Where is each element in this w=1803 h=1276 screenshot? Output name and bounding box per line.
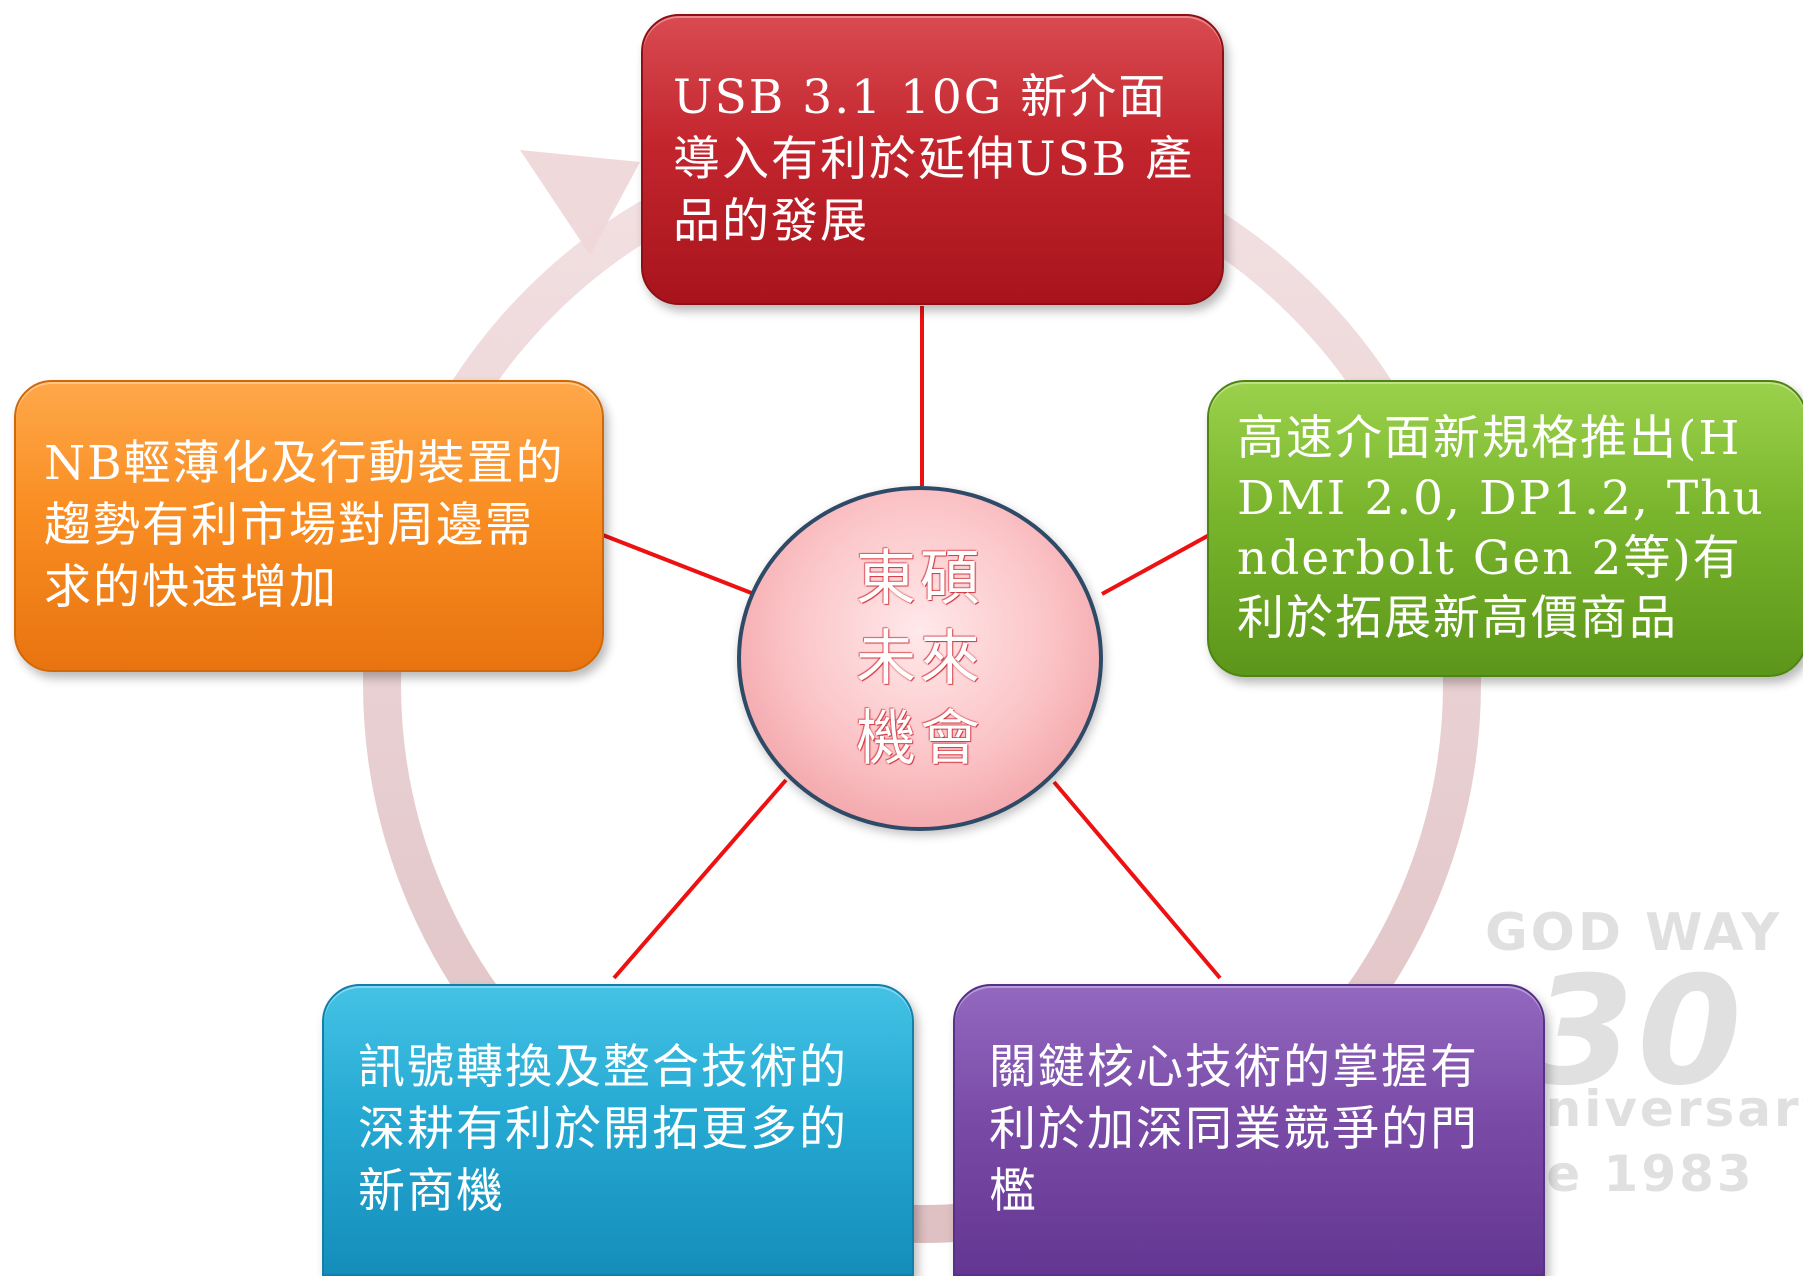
opportunity-text-high-speed-interface: 高速介面新規格推出(HDMI 2.0, DP1.2, Thunderbolt G… bbox=[1237, 410, 1765, 646]
center-title-line1: 東碩 bbox=[856, 543, 984, 614]
connector-bottom-right bbox=[1052, 780, 1222, 980]
opportunity-box-nb-mobile: NB輕薄化及行動裝置的趨勢有利市場對周邊需求的快速增加 bbox=[14, 380, 604, 672]
opportunity-text-usb: USB 3.1 10G 新介面導入有利於延伸USB 產品的發展 bbox=[673, 69, 1195, 249]
opportunity-text-core-technology: 關鍵核心技術的掌握有利於加深同業競爭的門檻 bbox=[989, 1040, 1479, 1219]
center-hub: 東碩 未來 機會 bbox=[737, 486, 1103, 831]
cycle-arrow-head bbox=[520, 150, 640, 255]
opportunity-box-high-speed-interface: 高速介面新規格推出(HDMI 2.0, DP1.2, Thunderbolt G… bbox=[1207, 380, 1803, 677]
connector-left bbox=[589, 528, 755, 596]
opportunity-box-core-technology: 關鍵核心技術的掌握有利於加深同業競爭的門檻 bbox=[953, 984, 1545, 1276]
watermark-number: 30 bbox=[1530, 945, 1745, 1119]
center-title-line3: 機會 bbox=[856, 703, 984, 774]
opportunity-box-signal-conversion: 訊號轉換及整合技術的深耕有利於開拓更多的新商機 bbox=[322, 984, 914, 1276]
center-title-line2: 未來 bbox=[856, 623, 984, 694]
connector-bottom-left bbox=[612, 778, 788, 980]
watermark-brand: GOD WAY bbox=[1485, 903, 1783, 963]
opportunity-text-signal-conversion: 訊號轉換及整合技術的深耕有利於開拓更多的新商機 bbox=[358, 1040, 848, 1219]
opportunity-text-nb-mobile: NB輕薄化及行動裝置的趨勢有利市場對周邊需求的快速增加 bbox=[44, 436, 565, 615]
watermark-anniversary: nniversary bbox=[1507, 1080, 1803, 1138]
opportunity-box-usb: USB 3.1 10G 新介面導入有利於延伸USB 產品的發展 bbox=[641, 14, 1224, 305]
connector-right bbox=[1101, 526, 1223, 596]
